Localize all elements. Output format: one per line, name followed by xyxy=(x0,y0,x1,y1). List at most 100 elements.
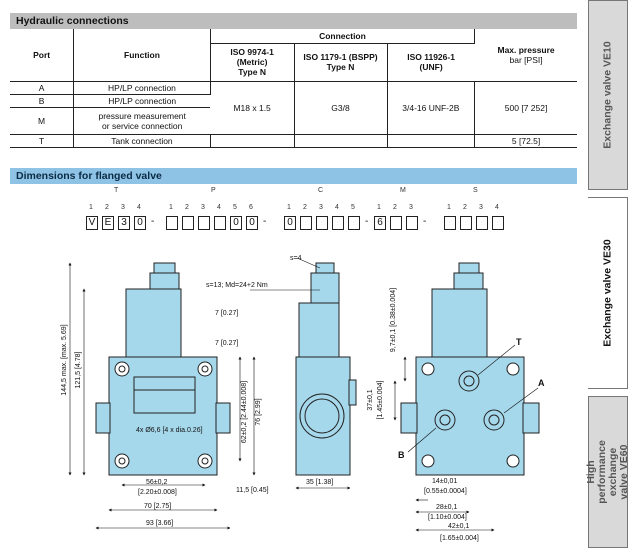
metric-thread: M18 x 1.5 xyxy=(210,81,295,135)
code-group-p: P xyxy=(211,187,216,194)
tab-label: Exchange valve VE30 xyxy=(601,239,614,347)
page-main: Hydraulic connections Port Function Conn… xyxy=(10,13,577,542)
hole-callout: 4x Ø6,6 [4 x dia.0.26] xyxy=(136,427,203,434)
label-port-t: T xyxy=(516,337,522,347)
code-box xyxy=(300,216,312,230)
empty-cell xyxy=(387,134,476,148)
code-box xyxy=(214,216,226,230)
port-header: Port xyxy=(10,29,75,82)
code-box xyxy=(390,216,402,230)
function-header: Function xyxy=(73,29,211,82)
code-position-number: 5 xyxy=(233,204,237,211)
code-position-number: 6 xyxy=(249,204,253,211)
hp-pressure: 500 [7 252] xyxy=(474,81,577,135)
function-line1: pressure measurement xyxy=(98,110,186,121)
unf-thread: 3/4-16 UNF-2B xyxy=(387,81,476,135)
code-group-s: S xyxy=(473,187,478,194)
iso11926-header: ISO 11926-1 (UNF) xyxy=(387,43,475,82)
dim-28: 28±0,1 xyxy=(436,504,457,511)
side-tabs: Exchange valve VE10 Exchange valve VE30 … xyxy=(584,0,628,548)
dim-14: 14±0,01 xyxy=(432,478,457,485)
code-group-c: C xyxy=(318,187,324,194)
max-pressure-unit: bar [PSI] xyxy=(509,54,543,65)
code-separator: - xyxy=(365,216,369,227)
code-group-m: M xyxy=(400,187,406,194)
code-box xyxy=(182,216,194,230)
tab-label: High performance exchange valve VE60 xyxy=(585,440,628,504)
tank-pressure: 5 [72.5] xyxy=(474,134,577,148)
empty-cell xyxy=(294,134,388,148)
iso9974-header: ISO 9974-1 (Metric) Type N xyxy=(210,43,295,82)
code-separator: - xyxy=(263,216,267,227)
connection-header: Connection xyxy=(210,29,476,44)
dim-121: 121,5 [4.78] xyxy=(75,351,82,388)
code-position-number: 1 xyxy=(169,204,173,211)
front-right-port xyxy=(215,402,231,434)
code-box xyxy=(460,216,472,230)
dim-37: 37±0,1 xyxy=(367,389,374,410)
code-position-number: 4 xyxy=(137,204,141,211)
dim-42-inch: [1.65±0.004] xyxy=(440,535,479,542)
dim-76: 76 [2.99] xyxy=(255,398,262,425)
dim-7b: 7 [0.27] xyxy=(215,340,238,347)
dim-14-inch: [0.55±0.0004] xyxy=(424,488,467,495)
iso1179-line1: ISO 1179-1 (BSPP) xyxy=(303,52,378,62)
table-cell-function: pressure measurement or service connecti… xyxy=(73,107,211,135)
code-position-number: 2 xyxy=(463,204,467,211)
dim-37-inch: [1.45±0.004] xyxy=(377,381,384,420)
code-box xyxy=(492,216,504,230)
code-group-t: T xyxy=(114,187,119,194)
code-box: 3 xyxy=(118,216,130,230)
wrench-size-13: s=13; Md=24+2 Nm xyxy=(206,282,268,289)
dim-93: 93 [3.66] xyxy=(146,520,173,527)
front-left-port xyxy=(95,402,111,434)
code-position-number: 2 xyxy=(303,204,307,211)
empty-cell xyxy=(210,134,295,148)
code-position-number: 3 xyxy=(121,204,125,211)
code-box: 0 xyxy=(134,216,146,230)
iso11926-line2: (UNF) xyxy=(419,62,443,72)
code-box: 0 xyxy=(246,216,258,230)
iso1179-line2: Type N xyxy=(326,62,355,72)
dimensions-section-title: Dimensions for flanged valve xyxy=(10,168,577,184)
code-position-number: 3 xyxy=(319,204,323,211)
function-line2: or service connection xyxy=(102,120,183,131)
code-box: 6 xyxy=(374,216,386,230)
code-position-number: 1 xyxy=(377,204,381,211)
connections-table: Port Function Connection Max. pressure b… xyxy=(10,29,577,148)
front-fitting-nut xyxy=(149,272,180,290)
code-box xyxy=(348,216,360,230)
tab-ve30[interactable]: Exchange valve VE30 xyxy=(588,197,628,389)
dim-7a: 7 [0.27] xyxy=(215,310,238,317)
code-box xyxy=(332,216,344,230)
code-box: 0 xyxy=(230,216,242,230)
tab-ve10[interactable]: Exchange valve VE10 xyxy=(588,0,628,190)
label-port-a: A xyxy=(538,378,545,388)
table-cell-function: Tank connection xyxy=(73,134,211,148)
table-cell-function: HP/LP connection xyxy=(73,94,211,108)
dim-56: 56±0,2 xyxy=(146,479,167,486)
tab-ve60[interactable]: High performance exchange valve VE60 xyxy=(585,396,628,548)
code-box: 0 xyxy=(284,216,296,230)
wrench-size-4: s=4 xyxy=(290,255,302,262)
dim-42: 42±0,1 xyxy=(448,523,469,530)
table-cell-port: T xyxy=(10,134,75,148)
max-pressure-header: Max. pressure bar [PSI] xyxy=(474,29,577,82)
code-position-number: 2 xyxy=(105,204,109,211)
tab-label: Exchange valve VE10 xyxy=(602,41,614,149)
dim-56-inch: [2.20±0.008] xyxy=(138,489,177,496)
code-box: V xyxy=(86,216,98,230)
code-position-number: 3 xyxy=(479,204,483,211)
dim-28-inch: [1.10±0.004] xyxy=(428,514,467,521)
code-separator: - xyxy=(423,216,427,227)
code-box xyxy=(316,216,328,230)
dim-35: 35 [1.38] xyxy=(306,479,333,486)
code-box xyxy=(406,216,418,230)
max-pressure-label: Max. pressure xyxy=(497,44,555,55)
dim-144: 144,5 max. [max. 5.69] xyxy=(61,324,68,395)
dim-11: 11,5 [0.45] xyxy=(236,487,269,494)
front-stem xyxy=(125,288,182,358)
code-box xyxy=(198,216,210,230)
code-separator: - xyxy=(151,216,155,227)
code-position-number: 1 xyxy=(89,204,93,211)
